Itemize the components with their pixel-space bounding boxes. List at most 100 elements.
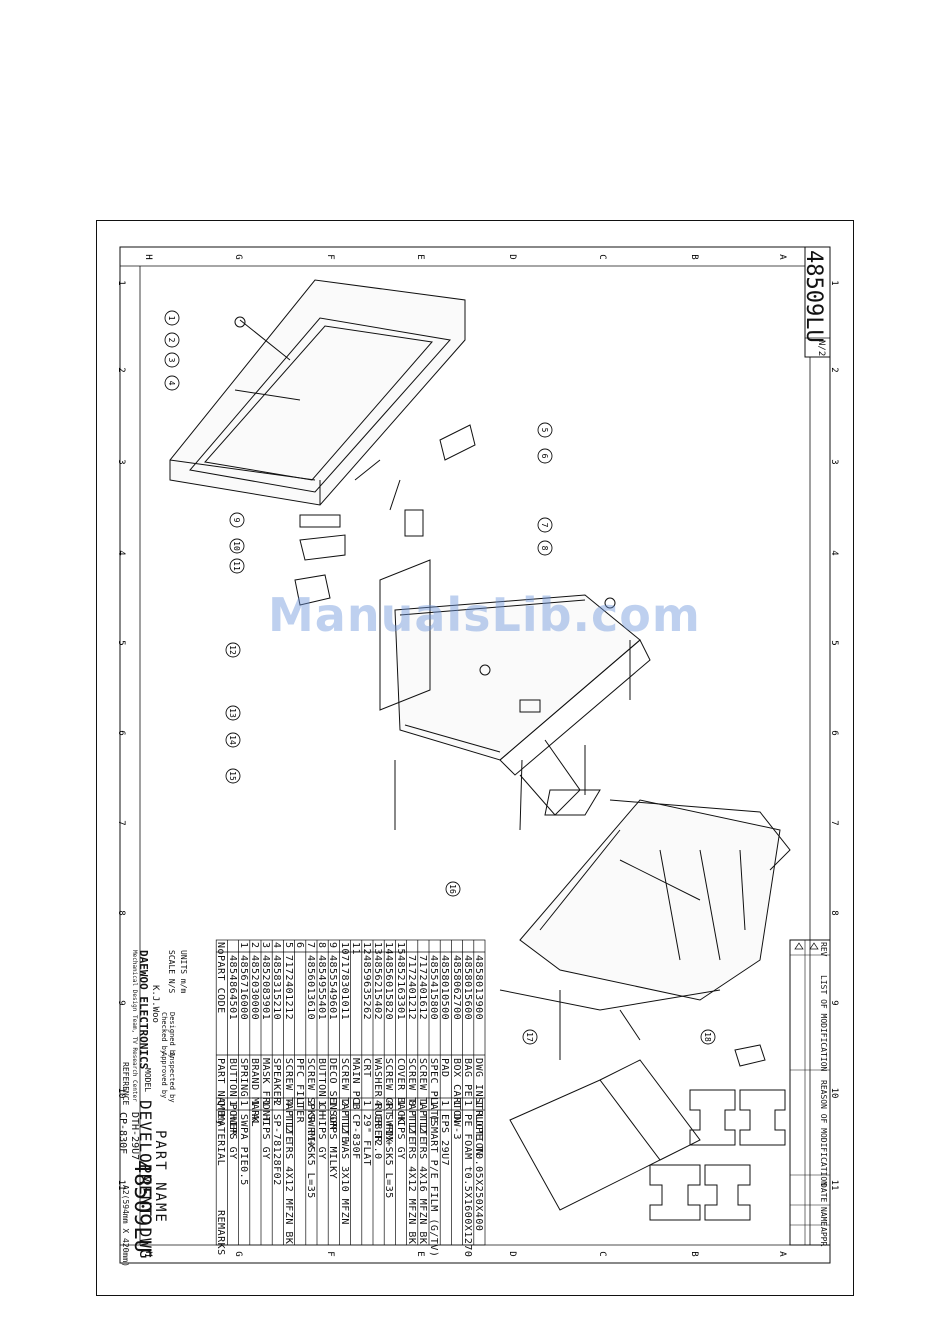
grid-row-label: D: [507, 1251, 517, 1256]
grid-col-label: 7: [829, 820, 839, 825]
grid-row-label: G: [233, 1251, 243, 1256]
bom-no: 7: [305, 942, 316, 949]
bom-part-name: SPRING: [237, 1058, 249, 1098]
callout-circle: [225, 768, 241, 784]
bom-qty: 1: [316, 1100, 328, 1107]
callout-circle: [164, 352, 180, 368]
callout-circle: [164, 310, 180, 326]
bom-no: 4: [271, 942, 283, 949]
bom-material: EPS 29U7: [439, 1114, 451, 1167]
grid-row-label: D: [507, 254, 517, 259]
callout-number: 6: [540, 454, 549, 459]
callout-circle: [164, 332, 180, 348]
grid-row-label: A: [777, 1251, 787, 1257]
bom-qty: 1: [450, 1100, 462, 1107]
callout-number: 18: [703, 1032, 712, 1042]
bom-part-name: CRT: [361, 1058, 372, 1078]
callout-circle: [537, 422, 553, 438]
company-name: DAEWOO ELECTRONICS: [137, 950, 150, 1070]
checked-by: Checked by: [160, 1012, 168, 1055]
grid-col-label: 8: [829, 910, 839, 915]
bom-qty: 1: [293, 1100, 305, 1107]
bom-material: CR T2.0: [372, 1114, 384, 1160]
grid-row-label: B: [689, 1251, 699, 1256]
grid-row-label: E: [415, 254, 425, 259]
grid-col-label: 3: [116, 459, 126, 464]
callout-number: 13: [228, 708, 237, 718]
bom-no: 1: [237, 942, 249, 949]
bom-qty: 1: [394, 1100, 406, 1107]
callout-circle: [225, 732, 241, 748]
bom-part-code: 4854955401: [316, 955, 328, 1021]
grid-col-label: 7: [116, 820, 126, 825]
callout-number: 3: [167, 358, 176, 363]
bom-qty: 2: [338, 1100, 350, 1107]
bom-material: TT2 TRS 4X16 MFZN BK: [417, 1114, 428, 1245]
inspected-by: Inspected by: [168, 1052, 176, 1103]
bom-qty: 2: [271, 1100, 283, 1107]
grid-row-label: F: [325, 1251, 335, 1256]
bom-material: TT2 TRS 4X12 MFZN BK: [405, 1114, 417, 1245]
grid-col-label: 5: [116, 640, 126, 645]
bom-qty: 4: [282, 1100, 294, 1107]
bom-part-code: 4858062700: [450, 955, 462, 1021]
bom-no: 10: [338, 942, 350, 956]
drawing-number: 48509LU: [801, 250, 826, 343]
bom-no: 14: [383, 942, 395, 956]
bom-material: HIPS GY: [260, 1114, 272, 1160]
bom-material: DW-3: [450, 1114, 462, 1141]
grid-col-label: 1: [829, 280, 839, 285]
grid-col-label: 11: [116, 1180, 126, 1191]
drawing-number-title: 48509LU: [129, 1160, 154, 1253]
bom-part-code: 4856215402: [372, 955, 384, 1021]
bom-part-code: 4852030000: [249, 955, 260, 1021]
bom-part-code: 7172401212: [282, 955, 294, 1021]
grid-col-label: 6: [116, 730, 126, 735]
bom-qty: 1: [260, 1100, 272, 1107]
grid-row-label: B: [689, 254, 699, 259]
bom-part-name: SPEAKER: [271, 1058, 283, 1104]
callout-circle: [229, 538, 245, 554]
reason-of-modification-header: REASON OF MODIFICATION: [819, 1080, 828, 1186]
bom-part-code: 7178301011: [338, 955, 350, 1021]
callout-number: 8: [540, 546, 549, 551]
callout-circle: [522, 1029, 538, 1045]
bom-part-code: 4858315210: [271, 955, 283, 1021]
model-value: DTH-29U7: [129, 1112, 140, 1161]
bom-qty: 1: [461, 1100, 473, 1107]
bom-part-code: 4856716000: [237, 955, 249, 1021]
rev-header: REV: [819, 942, 828, 957]
grid-row-label: G: [233, 254, 243, 259]
grid-col-label: 6: [829, 730, 839, 735]
department: Mechanical Design Team, TV Research Cent…: [131, 950, 138, 1102]
callout-number: 14: [228, 735, 237, 745]
sheet-code: N/2: [816, 340, 826, 357]
bom-part-code: 4856015820: [383, 955, 395, 1021]
bom-header-code: PART CODE: [215, 955, 227, 1014]
grid-row-label: H: [143, 1251, 153, 1256]
bom-part-name: BUTTON CH: [316, 1058, 328, 1117]
watermark: ManualsLib.com: [268, 588, 701, 642]
bom-part-code: 7172401212: [405, 955, 417, 1021]
callout-circle: [164, 375, 180, 391]
bom-header-remarks: REMARKS: [215, 1210, 227, 1256]
bom-material: GPPS MILKY: [327, 1114, 339, 1180]
bom-part-code: 4858015600: [461, 955, 473, 1021]
drawing-sheet: [96, 220, 854, 1296]
callout-circle: [700, 1029, 716, 1045]
drafter-name: K.J.Woo: [150, 985, 160, 1023]
callout-circle: [229, 512, 245, 528]
name-header: NAME: [819, 1207, 828, 1227]
bom-qty: 1: [349, 1100, 361, 1107]
grid-col-label: 9: [116, 1000, 126, 1005]
bom-part-code: 4858013900: [473, 955, 484, 1021]
date-header: DATE: [819, 1183, 828, 1203]
bom-no: 11: [349, 942, 361, 956]
grid-col-label: 2: [116, 367, 126, 372]
bom-qty: 4: [372, 1100, 384, 1107]
grid-col-label: 3: [829, 459, 839, 464]
bom-material: HIPS GY: [226, 1114, 238, 1160]
bom-material: SP-78128F02: [271, 1114, 283, 1186]
bom-material: CP-830F: [349, 1114, 361, 1160]
